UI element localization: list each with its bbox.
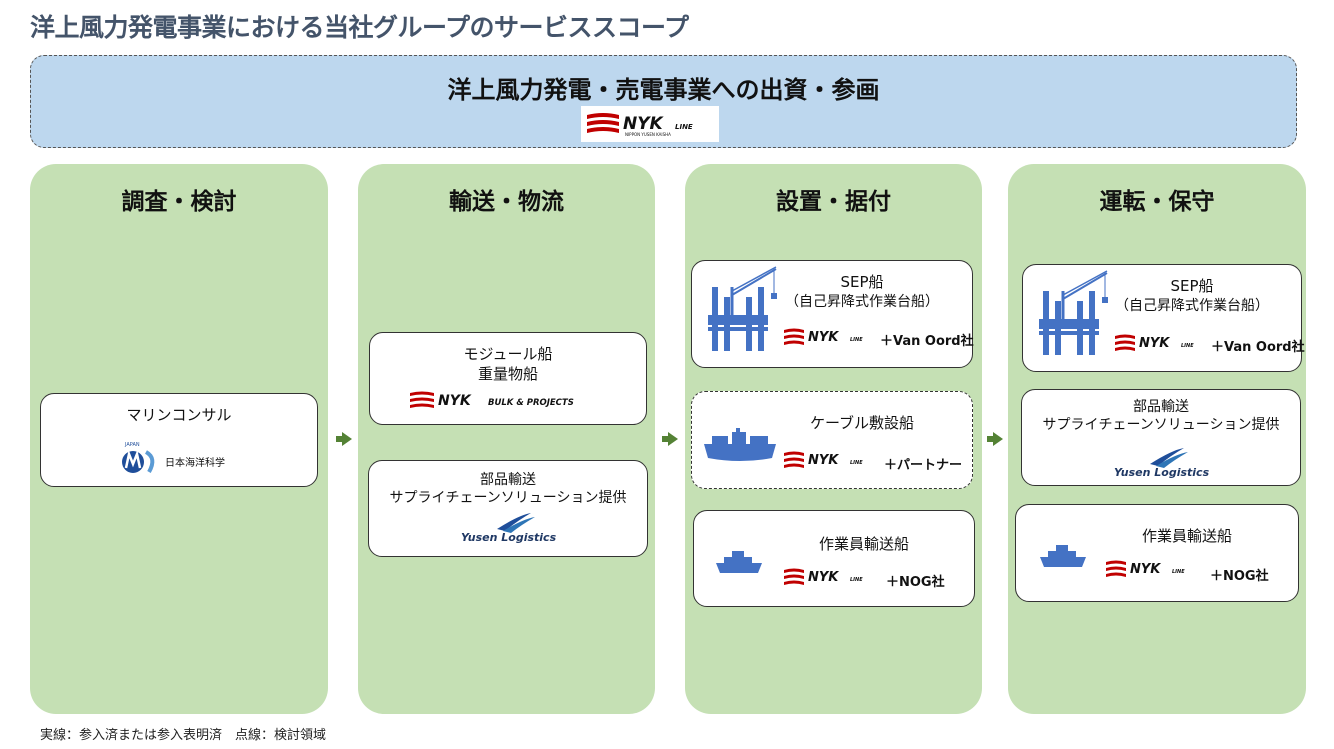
nyk-line-logo: NYK LINE: [784, 451, 863, 468]
nyk-wordmark: NYK: [808, 570, 839, 585]
card-label: 作業員輸送船: [818, 535, 909, 553]
crew-boat-icon: [1040, 545, 1086, 567]
nyk-wordmark: NYK: [623, 114, 665, 134]
card-label: モジュール船: [463, 345, 553, 363]
yusen-logistics-logo: Yusen Logistics: [461, 513, 557, 544]
card-label: マリンコンサル: [126, 406, 232, 424]
column-survey: 調査・検討 マリンコンサル JAPAN 日本海洋科学: [30, 164, 328, 714]
partner-label: ＋NOG社: [1210, 569, 1269, 584]
sep-vessel-icon: [1039, 270, 1108, 355]
cable-laying-card: ケーブル敷設船 NYK LINE ＋パートナー: [691, 391, 973, 489]
nyk-line-word: LINE: [850, 460, 863, 466]
cable-ship-icon: [704, 428, 776, 461]
card-label: 部品輸送: [480, 472, 536, 488]
card-label: ケーブル敷設船: [809, 414, 915, 432]
marine-consulting-card: マリンコンサル JAPAN 日本海洋科学: [40, 393, 318, 487]
nyk-wordmark: NYK: [1130, 562, 1161, 577]
column-installation: 設置・据付 SEP船 （自己昇降式作業台船） NYK LINE ＋Van Oor…: [685, 164, 982, 714]
nyk-wordmark: NYK: [808, 330, 839, 345]
flow-arrow: [662, 432, 678, 446]
nyk-bulk-text: BULK & PROJECTS: [488, 398, 574, 408]
parts-transport-card: 部品輸送 サプライチェーンソリューション提供 Yusen Logistics: [1021, 389, 1301, 486]
nyk-bulk-logo: NYK BULK & PROJECTS: [410, 391, 574, 409]
banner-title: 洋上風力発電・売電事業への出資・参画: [447, 76, 880, 104]
partner-label: ＋Van Oord社: [880, 334, 974, 349]
nyk-line-logo: NYK LINE: [1106, 560, 1185, 577]
nyk-wordmark: NYK: [438, 393, 472, 409]
card-label: サプライチェーンソリューション提供: [1042, 417, 1280, 433]
investment-banner: 洋上風力発電・売電事業への出資・参画 NYK LINE NIPPON YUSEN…: [30, 55, 1297, 148]
nyk-line-word: LINE: [675, 123, 693, 131]
card-label: 部品輸送: [1133, 399, 1189, 415]
jms-name-text: 日本海洋科学: [165, 456, 225, 469]
crew-boat-icon: [716, 551, 762, 573]
yusen-text: Yusen Logistics: [1114, 466, 1210, 479]
flow-arrow: [336, 432, 352, 446]
partner-label: ＋パートナー: [884, 458, 963, 473]
crew-transfer-card: 作業員輸送船 NYK LINE ＋NOG社: [1015, 504, 1299, 602]
crew-transfer-card: 作業員輸送船 NYK LINE ＋NOG社: [693, 510, 975, 607]
card-label: 重量物船: [477, 365, 538, 383]
jms-japan-text: JAPAN: [124, 442, 140, 448]
nyk-line-logo: NYK LINE NIPPON YUSEN KAISHA: [581, 106, 719, 142]
card-label: （自己昇降式作業台船）: [1115, 298, 1269, 314]
flow-arrow: [987, 432, 1003, 446]
nyk-wordmark: NYK: [1139, 336, 1170, 351]
sep-vessel-icon: [708, 266, 777, 351]
column-transport: 輸送・物流 モジュール船 重量物船 NYK BULK & PROJECTS 部品…: [358, 164, 655, 714]
nyk-line-logo: NYK LINE: [784, 568, 863, 585]
nyk-line-word: LINE: [1181, 343, 1194, 349]
card-label: SEP船: [840, 273, 884, 291]
nyk-wordmark: NYK: [808, 453, 839, 468]
sep-vessel-card: SEP船 （自己昇降式作業台船） NYK LINE ＋Van Oord社: [1022, 264, 1305, 372]
yusen-logistics-logo: Yusen Logistics: [1114, 448, 1210, 479]
nyk-line-word: LINE: [850, 337, 863, 343]
legend-footnote: 実線：参入済または参入表明済 点線：検討領域: [40, 728, 327, 743]
column-title: 設置・据付: [776, 189, 891, 215]
nyk-line-logo: NYK LINE: [784, 328, 863, 345]
column-title: 運転・保守: [1099, 189, 1215, 215]
parts-transport-card: 部品輸送 サプライチェーンソリューション提供 Yusen Logistics: [368, 460, 648, 557]
column-title: 輸送・物流: [449, 189, 564, 215]
column-operation: 運転・保守 SEP船 （自己昇降式作業台船） NYK LINE ＋Van Oor…: [1008, 164, 1306, 714]
partner-label: ＋NOG社: [886, 575, 945, 590]
nyk-flag-icon: NYK LINE NIPPON YUSEN KAISHA: [587, 113, 693, 137]
sep-vessel-card: SEP船 （自己昇降式作業台船） NYK LINE ＋Van Oord社: [691, 260, 974, 368]
module-ship-card: モジュール船 重量物船 NYK BULK & PROJECTS: [369, 332, 647, 425]
nyk-sub-text: NIPPON YUSEN KAISHA: [625, 132, 671, 137]
column-title: 調査・検討: [121, 189, 237, 215]
yusen-text: Yusen Logistics: [461, 531, 557, 544]
jms-logo: JAPAN 日本海洋科学: [122, 442, 225, 473]
nyk-line-word: LINE: [1172, 569, 1185, 575]
page-title: 洋上風力発電事業における当社グループのサービススコープ: [30, 13, 689, 42]
card-label: 作業員輸送船: [1141, 527, 1232, 545]
partner-label: ＋Van Oord社: [1211, 340, 1305, 355]
card-label: SEP船: [1170, 277, 1214, 295]
card-label: サプライチェーンソリューション提供: [389, 490, 627, 506]
nyk-line-logo: NYK LINE: [1115, 334, 1194, 351]
nyk-line-word: LINE: [850, 577, 863, 583]
card-label: （自己昇降式作業台船）: [785, 294, 939, 310]
